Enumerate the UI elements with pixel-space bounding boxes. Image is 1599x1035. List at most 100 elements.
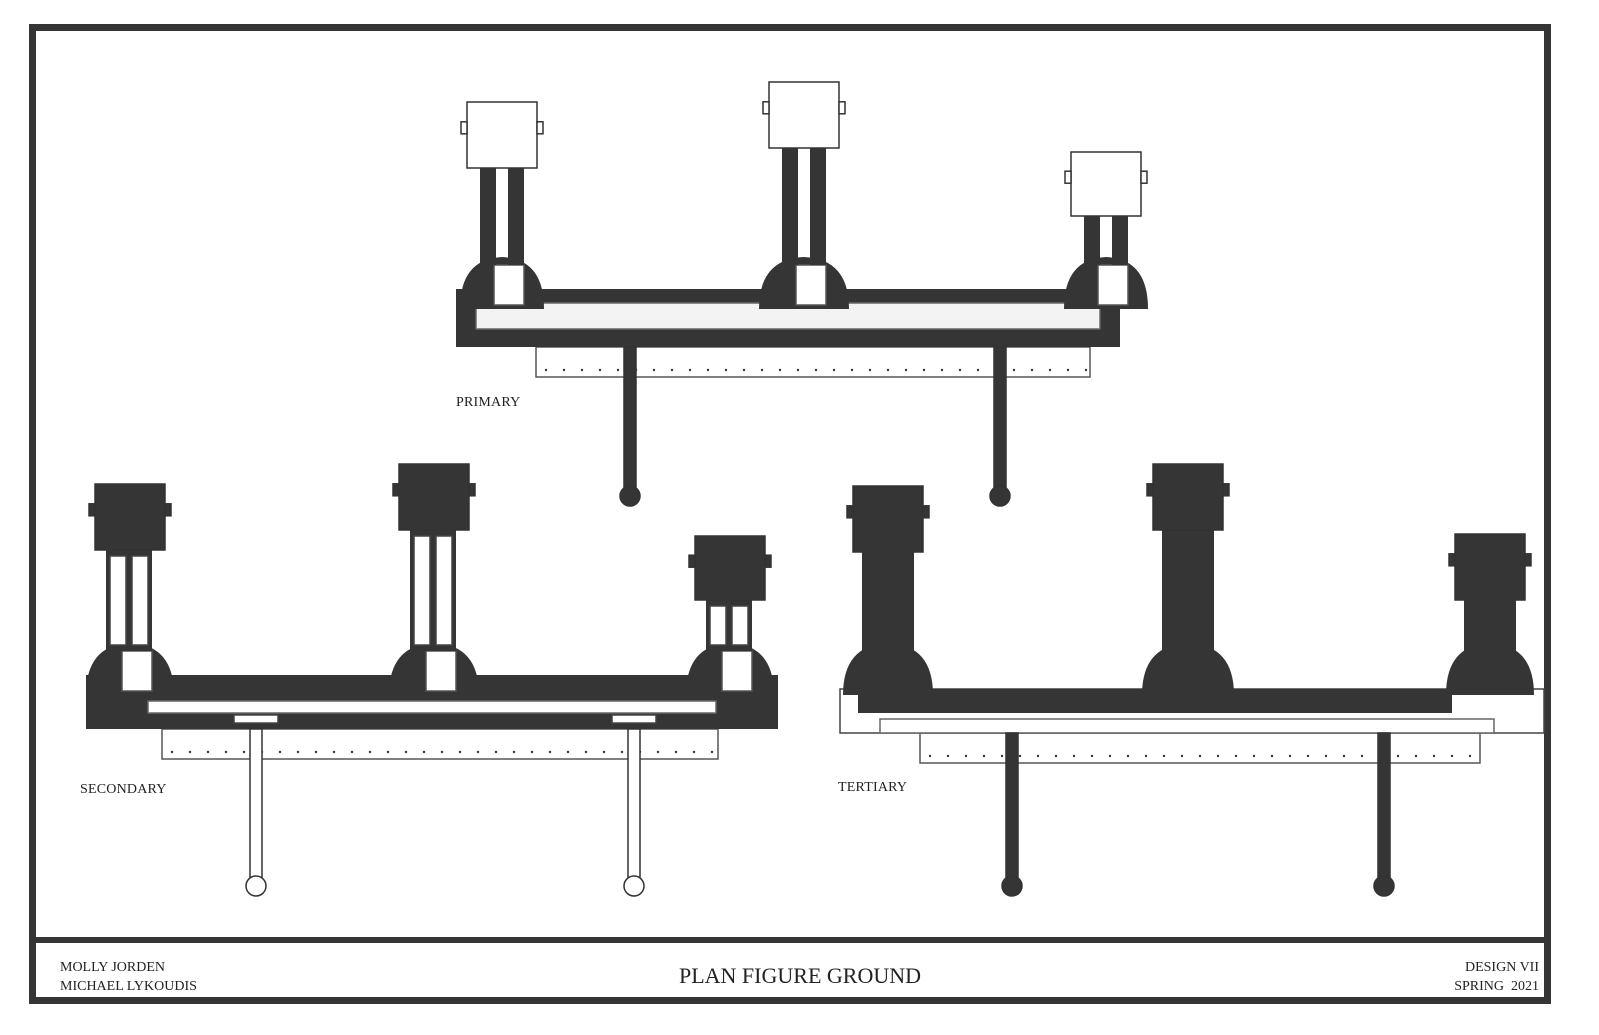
arcade-strip [919, 732, 1481, 764]
tower-shaft [1464, 600, 1516, 651]
arcade-column [1048, 368, 1052, 372]
arcade-column [422, 750, 426, 754]
arcade-column [1252, 754, 1256, 758]
arcade-column [616, 368, 620, 372]
axis-finial [619, 485, 641, 507]
arcade-column [1450, 754, 1454, 758]
pavilion-bay [838, 101, 846, 115]
tower-base [1142, 643, 1234, 695]
arcade-column [946, 754, 950, 758]
pavilion-bay [164, 503, 172, 517]
arcade-column [724, 368, 728, 372]
arcade-column [1018, 754, 1022, 758]
axis-finial [623, 875, 645, 897]
arcade-column [224, 750, 228, 754]
arcade-column [1288, 754, 1292, 758]
tower-room [1097, 264, 1129, 306]
arcade-column [278, 750, 282, 754]
arcade-column [206, 750, 210, 754]
arcade-column [1396, 754, 1400, 758]
arcade-column [940, 368, 944, 372]
arcade-column [1180, 754, 1184, 758]
pavilion [466, 101, 538, 169]
tower-stem-left [109, 555, 127, 646]
arcade-strip [535, 346, 1091, 378]
axis-finial [989, 485, 1011, 507]
arcade-column [494, 750, 498, 754]
arcade-column [296, 750, 300, 754]
tower-room [493, 264, 525, 306]
arcade-column [1234, 754, 1238, 758]
arcade-column [706, 368, 710, 372]
pavilion-bay [1146, 483, 1154, 497]
pavilion [1454, 533, 1526, 601]
arcade-column [850, 368, 854, 372]
pavilion [768, 81, 840, 149]
arcade-column [386, 750, 390, 754]
arcade-column [476, 750, 480, 754]
tower-stem-right [131, 555, 149, 646]
arcade-column [692, 750, 696, 754]
pavilion-bay [1222, 483, 1230, 497]
arcade-column [1126, 754, 1130, 758]
arcade-column [1054, 754, 1058, 758]
axis-finial [1001, 875, 1023, 897]
pavilion-bay [1448, 553, 1456, 567]
course-name: DESIGN VII [1464, 960, 1539, 975]
arcade-column [548, 750, 552, 754]
pavilion-bay [1064, 170, 1072, 184]
arcade-column [314, 750, 318, 754]
plan-label-tertiary: TERTIARY [838, 780, 908, 795]
pavilion-bay [764, 554, 772, 568]
arcade-column [530, 750, 534, 754]
arcade-column [1342, 754, 1346, 758]
arcade-column [868, 368, 872, 372]
arcade-column [982, 754, 986, 758]
pavilion [852, 485, 924, 553]
tower-room [121, 650, 153, 692]
pavilion-bay [1140, 170, 1148, 184]
arcade-column [674, 750, 678, 754]
tower-room [425, 650, 457, 692]
arcade-column [814, 368, 818, 372]
tower-room [721, 650, 753, 692]
pavilion-bay [392, 483, 400, 497]
title-block-divider [29, 937, 1551, 943]
arcade-column [652, 368, 656, 372]
arcade-column [512, 750, 516, 754]
arcade-column [778, 368, 782, 372]
arcade-column [742, 368, 746, 372]
arcade-column [544, 368, 548, 372]
arcade-column [886, 368, 890, 372]
arcade-column [188, 750, 192, 754]
arcade-column [1030, 368, 1034, 372]
tower-stem-left [782, 148, 798, 265]
arcade-column [598, 368, 602, 372]
axis-stem [1377, 732, 1391, 881]
axis-stem [249, 728, 263, 881]
arcade-column [1198, 754, 1202, 758]
tower-shaft [1162, 530, 1214, 651]
plan-secondary [86, 463, 778, 897]
arcade-column [1162, 754, 1166, 758]
title-block-authors: MOLLY JORDEN MICHAEL LYKOUDIS [60, 958, 197, 996]
arcade-column [1324, 754, 1328, 758]
tower-stem-left [1084, 216, 1100, 265]
tower-stem-right [435, 535, 453, 646]
arcade-column [1108, 754, 1112, 758]
arcade-column [440, 750, 444, 754]
axis-stem [1005, 732, 1019, 881]
arcade-column [796, 368, 800, 372]
axis-stem [623, 346, 637, 491]
tower-shaft [862, 552, 914, 651]
arcade-column [580, 368, 584, 372]
arcade-column [1012, 368, 1016, 372]
arcade-column [562, 368, 566, 372]
corridor [879, 718, 1495, 734]
pavilion-bay [1524, 553, 1532, 567]
arcade-column [964, 754, 968, 758]
pavilion-bay [846, 505, 854, 519]
tower-stem-right [731, 605, 749, 646]
